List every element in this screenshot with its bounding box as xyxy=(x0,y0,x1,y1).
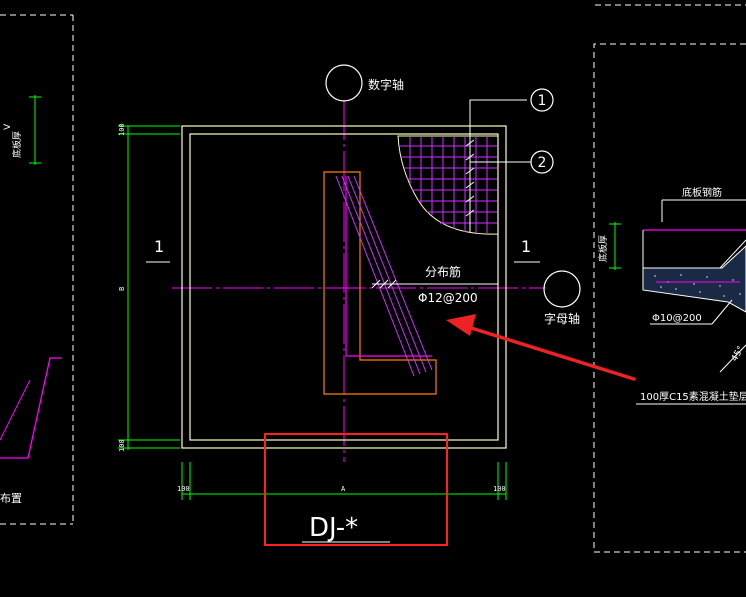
section-mark-left: 1 xyxy=(154,237,164,256)
letter-axis-label: 字母轴 xyxy=(544,311,580,326)
dim-b-label: B xyxy=(118,287,126,291)
callout-1-number: 1 xyxy=(538,93,547,109)
left-v-label: V xyxy=(3,123,13,130)
dim-100-left-bottom: 100 xyxy=(118,439,126,452)
axis-lines xyxy=(172,100,546,462)
number-axis-label: 数字轴 xyxy=(368,77,404,92)
dim-100-bottom-left: 100 xyxy=(177,485,190,493)
highlight-box xyxy=(264,433,448,546)
number-axis-bubble xyxy=(325,64,363,102)
callout-1-bubble xyxy=(530,88,554,112)
left-bottom-label: 布置 xyxy=(0,492,22,505)
right-section-detail: 底板钢筋 底板厚 Φ10@200 45° 100厚C15素混凝土垫层 xyxy=(593,4,746,553)
left-detail: 底板厚 V 布置 xyxy=(0,14,74,525)
bottom-rebar-label: 底板钢筋 xyxy=(682,186,722,199)
distribution-rebar-label: 分布筋 xyxy=(425,264,461,279)
footing-id-label: DJ-* xyxy=(309,513,358,543)
dim-a-label: A xyxy=(341,485,346,493)
dim-100-left-top: 100 xyxy=(118,123,126,136)
rebar-spec-label: Φ12@200 xyxy=(418,291,478,305)
dim-100-bottom-right: 100 xyxy=(493,485,506,493)
dimension-lines xyxy=(118,125,507,500)
footing-outline xyxy=(181,125,507,449)
rebar-mesh xyxy=(397,135,499,235)
callout-2-number: 2 xyxy=(538,155,547,171)
callout-1-leader xyxy=(469,99,527,138)
distribution-rebar xyxy=(371,279,498,289)
callout-2-bubble xyxy=(530,150,554,174)
letter-axis-bubble xyxy=(543,270,581,308)
annotation-arrow xyxy=(446,314,636,381)
right-vertical-label: 底板厚 xyxy=(597,235,609,262)
cushion-note: 100厚C15素混凝土垫层 xyxy=(640,390,746,403)
right-rebar-label: Φ10@200 xyxy=(652,313,702,324)
column-section xyxy=(323,171,437,395)
left-vertical-label: 底板厚 xyxy=(11,131,23,158)
section-mark-right: 1 xyxy=(521,237,531,256)
